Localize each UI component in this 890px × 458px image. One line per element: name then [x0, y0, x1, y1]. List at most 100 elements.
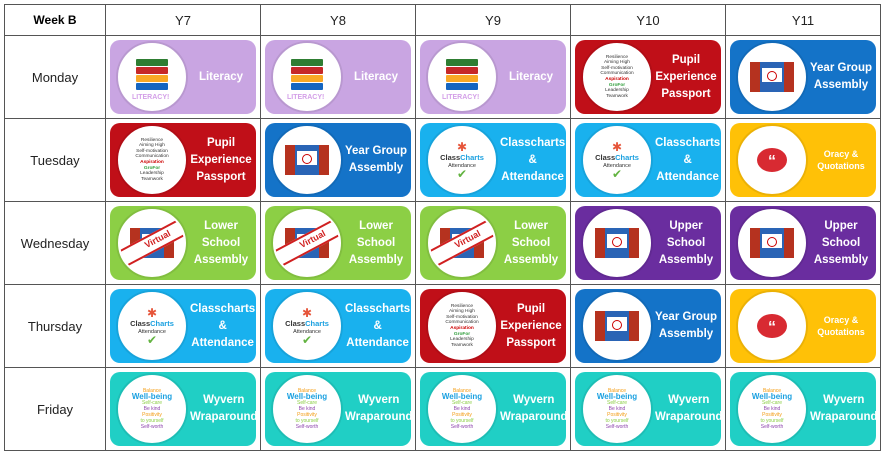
word-cloud-icon: Resilience Aiming High Self-motivation C…	[583, 43, 651, 111]
timetable-cell: Resilience Aiming High Self-motivation C…	[415, 284, 571, 368]
timetable-cell: “ Oracy & Quotations	[725, 118, 881, 202]
activity-label: Literacy	[198, 70, 244, 83]
speech-bubble-icon: “	[738, 292, 806, 360]
word-cloud-icon: Resilience Aiming High Self-motivation C…	[428, 292, 496, 360]
row-friday: Friday Balance Well-being Self-care Be k…	[4, 367, 881, 451]
activity-tile-wyvern-wraparound: Balance Well-being Self-care Be kind Pos…	[420, 372, 566, 446]
activity-tile-year-group-assembly: Year Group Assembly	[575, 289, 721, 363]
activity-tile-literacy: LITERACY! Literacy	[265, 40, 411, 114]
books-icon: LITERACY!	[118, 43, 186, 111]
stage-icon	[738, 43, 806, 111]
activity-label: Wyvern Wraparound	[655, 394, 721, 423]
activity-tile-year-group-assembly: Year Group Assembly	[730, 40, 876, 114]
timetable-cell: ✱ ClassCharts Attendance ✔ Classcharts &…	[415, 118, 571, 202]
activity-tile-wyvern-wraparound: Balance Well-being Self-care Be kind Pos…	[575, 372, 721, 446]
timetable-cell: Balance Well-being Self-care Be kind Pos…	[105, 367, 261, 451]
day-label: Friday	[4, 367, 106, 451]
activity-label: Wyvern Wraparound	[810, 394, 876, 423]
timetable-cell: ✱ ClassCharts Attendance ✔ Classcharts &…	[105, 284, 261, 368]
activity-tile-pupil-passport: Resilience Aiming High Self-motivation C…	[420, 289, 566, 363]
activity-label: Pupil Experience Passport	[655, 53, 717, 100]
year-header-y9: Y9	[415, 4, 571, 36]
activity-tile-upper-school-assembly: Upper School Assembly	[575, 206, 721, 280]
timetable-cell: Year Group Assembly	[570, 284, 726, 368]
year-header-y7: Y7	[105, 4, 261, 36]
stage-icon	[738, 209, 806, 277]
activity-tile-pupil-passport: Resilience Aiming High Self-motivation C…	[110, 123, 256, 197]
virtual-banner: Virtual	[275, 211, 339, 269]
activity-label: Classcharts & Attendance	[345, 302, 411, 349]
timetable-cell: LITERACY! Literacy	[415, 35, 571, 119]
classcharts-icon: ✱ ClassCharts Attendance ✔	[583, 126, 651, 194]
stage-icon: Virtual	[118, 209, 186, 277]
activity-label: Lower School Assembly	[193, 219, 249, 266]
activity-label: Wyvern Wraparound	[345, 394, 411, 423]
activity-tile-upper-school-assembly: Upper School Assembly	[730, 206, 876, 280]
activity-tile-oracy: “ Oracy & Quotations	[730, 289, 876, 363]
timetable-cell: Year Group Assembly	[260, 118, 416, 202]
virtual-banner: Virtual	[120, 211, 184, 269]
activity-tile-classcharts: ✱ ClassCharts Attendance ✔ Classcharts &…	[420, 123, 566, 197]
timetable: Week B Y7 Y8 Y9 Y10 Y11 Monday LITERACY!…	[4, 4, 881, 451]
activity-label: Upper School Assembly	[658, 219, 714, 266]
activity-label: Classcharts & Attendance	[655, 136, 721, 183]
activity-tile-lower-school-assembly: Virtual Lower School Assembly	[265, 206, 411, 280]
timetable-cell: Resilience Aiming High Self-motivation C…	[105, 118, 261, 202]
activity-tile-classcharts: ✱ ClassCharts Attendance ✔ Classcharts &…	[265, 289, 411, 363]
activity-label: Oracy & Quotations	[817, 149, 865, 171]
stage-icon	[583, 292, 651, 360]
activity-label: Oracy & Quotations	[817, 315, 865, 337]
activity-tile-wyvern-wraparound: Balance Well-being Self-care Be kind Pos…	[110, 372, 256, 446]
wellbeing-word-cloud-icon: Balance Well-being Self-care Be kind Pos…	[738, 375, 806, 443]
activity-tile-literacy: LITERACY! Literacy	[420, 40, 566, 114]
literacy-word-art: LITERACY!	[442, 94, 480, 101]
activity-tile-classcharts: ✱ ClassCharts Attendance ✔ Classcharts &…	[110, 289, 256, 363]
activity-label: Classcharts & Attendance	[500, 136, 566, 183]
activity-tile-pupil-passport: Resilience Aiming High Self-motivation C…	[575, 40, 721, 114]
year-header-y10: Y10	[570, 4, 726, 36]
classcharts-icon: ✱ ClassCharts Attendance ✔	[118, 292, 186, 360]
day-label: Wednesday	[4, 201, 106, 285]
stage-icon	[273, 126, 341, 194]
timetable-cell: Year Group Assembly	[725, 35, 881, 119]
activity-tile-oracy: “ Oracy & Quotations	[730, 123, 876, 197]
wellbeing-word-cloud-icon: Balance Well-being Self-care Be kind Pos…	[273, 375, 341, 443]
day-label: Thursday	[4, 284, 106, 368]
activity-tile-lower-school-assembly: Virtual Lower School Assembly	[110, 206, 256, 280]
activity-tile-year-group-assembly: Year Group Assembly	[265, 123, 411, 197]
activity-label: Upper School Assembly	[813, 219, 869, 266]
timetable-cell: LITERACY! Literacy	[105, 35, 261, 119]
timetable-cell: Virtual Lower School Assembly	[415, 201, 571, 285]
activity-tile-literacy: LITERACY! Literacy	[110, 40, 256, 114]
stage-icon: Virtual	[273, 209, 341, 277]
activity-tile-classcharts: ✱ ClassCharts Attendance ✔ Classcharts &…	[575, 123, 721, 197]
timetable-cell: Upper School Assembly	[725, 201, 881, 285]
activity-label: Wyvern Wraparound	[190, 394, 256, 423]
activity-tile-lower-school-assembly: Virtual Lower School Assembly	[420, 206, 566, 280]
wellbeing-word-cloud-icon: Balance Well-being Self-care Be kind Pos…	[118, 375, 186, 443]
year-header-y11: Y11	[725, 4, 881, 36]
timetable-cell: LITERACY! Literacy	[260, 35, 416, 119]
year-header-y8: Y8	[260, 4, 416, 36]
day-label: Tuesday	[4, 118, 106, 202]
week-label: Week B	[4, 4, 106, 36]
classcharts-icon: ✱ ClassCharts Attendance ✔	[273, 292, 341, 360]
stage-icon: Virtual	[428, 209, 496, 277]
stage-icon	[583, 209, 651, 277]
activity-label: Wyvern Wraparound	[500, 394, 566, 423]
speech-bubble-icon: “	[738, 126, 806, 194]
activity-label: Year Group Assembly	[810, 62, 872, 91]
timetable-cell: Balance Well-being Self-care Be kind Pos…	[260, 367, 416, 451]
literacy-word-art: LITERACY!	[132, 94, 170, 101]
literacy-word-art: LITERACY!	[287, 94, 325, 101]
timetable-cell: Balance Well-being Self-care Be kind Pos…	[570, 367, 726, 451]
activity-label: Year Group Assembly	[655, 311, 717, 340]
timetable-cell: “ Oracy & Quotations	[725, 284, 881, 368]
timetable-cell: Balance Well-being Self-care Be kind Pos…	[415, 367, 571, 451]
wellbeing-word-cloud-icon: Balance Well-being Self-care Be kind Pos…	[583, 375, 651, 443]
timetable-cell: Virtual Lower School Assembly	[260, 201, 416, 285]
day-label: Monday	[4, 35, 106, 119]
timetable-cell: Balance Well-being Self-care Be kind Pos…	[725, 367, 881, 451]
books-icon: LITERACY!	[273, 43, 341, 111]
row-monday: Monday LITERACY! Literacy LITERACY! Lite…	[4, 35, 881, 119]
